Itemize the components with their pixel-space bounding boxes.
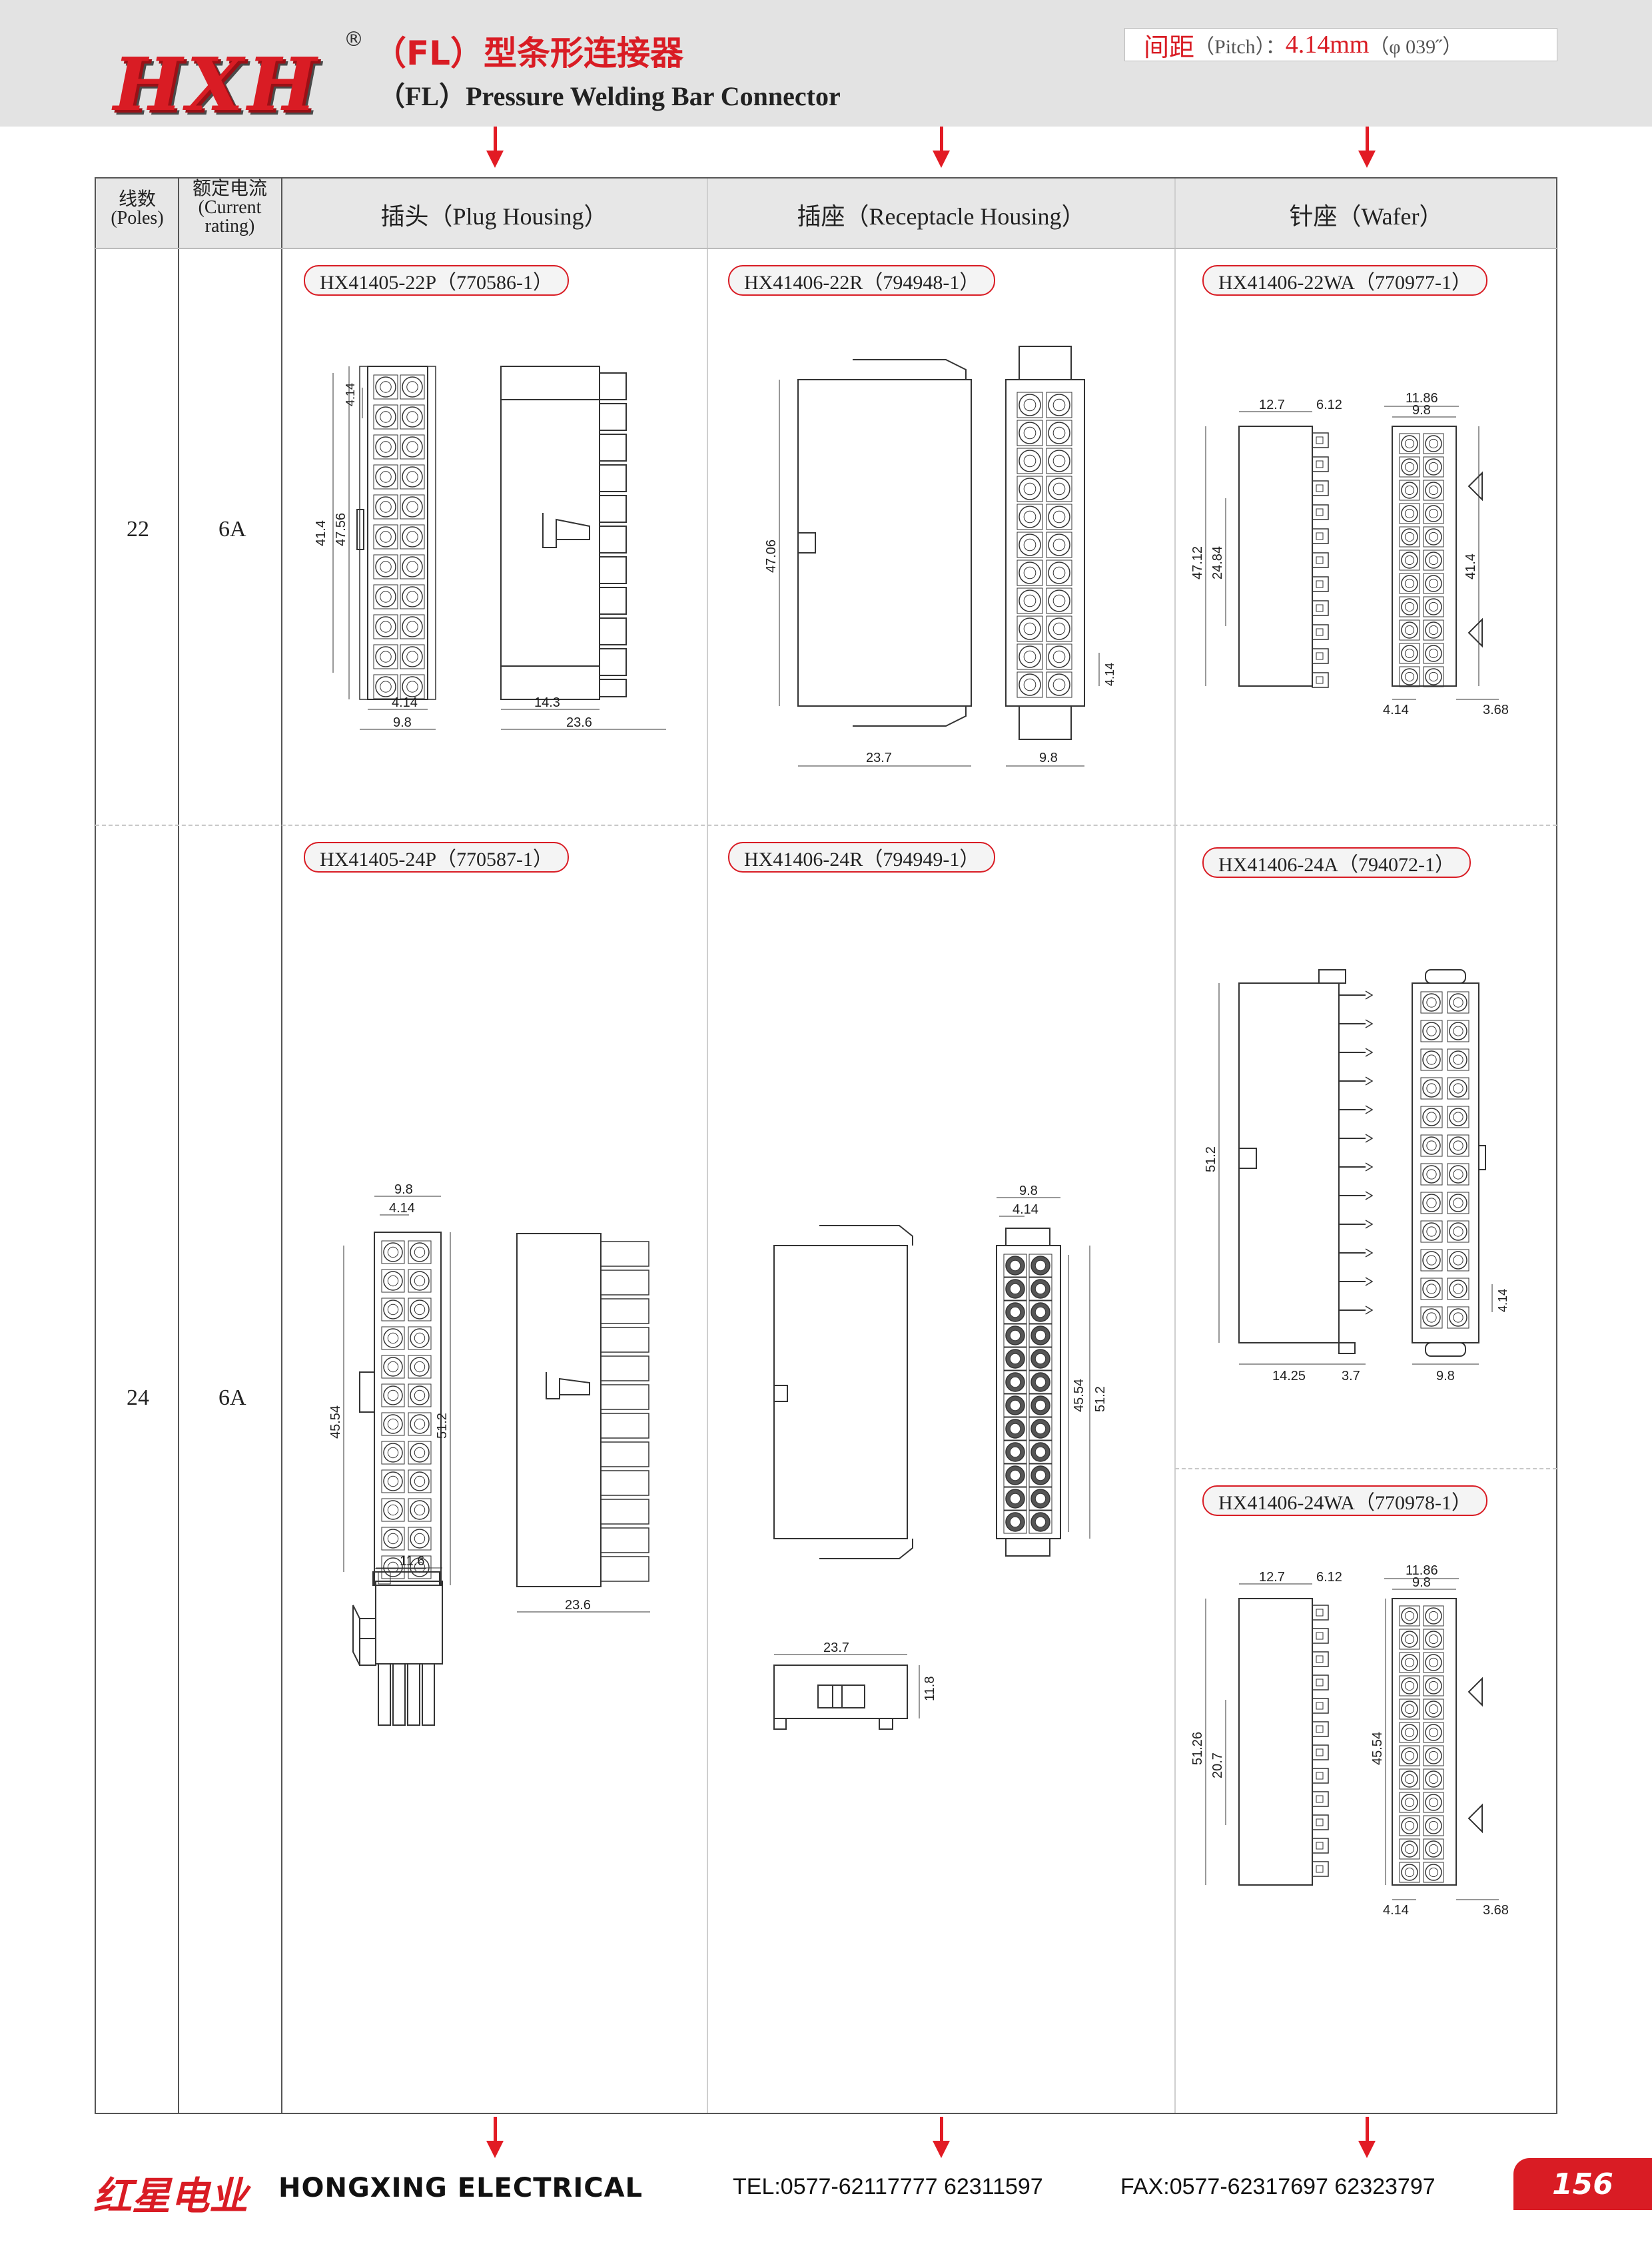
pitch-inch: （φ 039˝） [1369,36,1463,58]
row-24-current: 6A [218,1385,246,1410]
dim-label: 11.86 [1406,391,1438,406]
dim-label: 3.68 [1483,1903,1509,1918]
table-header-band [95,179,1557,248]
dim-label: 9.8 [394,1182,413,1197]
row-divider [1175,1468,1557,1469]
row-22-current: 6A [218,517,246,542]
drawing-wafer-22: 47.12 24.84 41.4 12.7 6.12 11.86 9.8 4.1… [1190,391,1509,717]
drawing-receptacle-24: 9.8 4.14 45.54 51.2 [773,1184,1108,1559]
registered-mark: ® [344,28,364,51]
dim-label: 4.14 [1013,1202,1038,1217]
footer-company-cn: 红星电业 [93,2173,248,2219]
row-divider [95,248,1557,249]
dim-label: 23.6 [566,715,592,730]
spec-table [95,177,1557,2114]
drawing-plug-22: 4.14 41.4 47.56 4.14 9.8 14.3 23.6 [314,366,666,730]
dim-label: 23.6 [565,1598,591,1613]
part-number-badge: HX41406-22R（794948-1） [728,265,996,296]
dim-label: 12.7 [1259,398,1285,412]
part-number-badge: HX41406-24WA（770978-1） [1202,1485,1487,1516]
column-divider [178,179,179,2113]
dim-label: 9.8 [1436,1369,1455,1383]
dim-label: 9.8 [1039,751,1058,765]
dim-label: 23.7 [866,751,892,765]
dim-label: 11.8 [923,1677,937,1701]
dim-label: 45.54 [328,1405,343,1439]
dim-label: 9.8 [1412,1575,1431,1590]
dim-label: 9.8 [393,715,412,730]
title-chinese: （FL）型条形连接器 [373,34,684,73]
dim-label: 47.06 [766,540,779,573]
dim-label: 41.4 [1463,554,1478,579]
part-number-badge: HX41405-24P（770587-1） [304,842,569,873]
dim-label: 51.26 [1190,1732,1205,1765]
dim-label: 4.14 [1383,1903,1409,1918]
dim-label: 51.2 [1093,1386,1108,1412]
header-plug-housing: 插头（Plug Housing） [380,203,608,230]
dim-label: 4.14 [1496,1289,1509,1312]
drawing-plug-24-side: 11.6 [352,1554,443,1726]
part-number-badge: HX41406-24A（794072-1） [1202,847,1471,878]
dim-label: 9.8 [1019,1184,1038,1198]
dim-label: 20.7 [1210,1752,1225,1778]
dim-label: 51.2 [1204,1146,1218,1172]
column-divider [281,179,282,2113]
pitch-label-cn: 间距 [1144,33,1195,62]
footer-company-en: HONGXING ELECTRICAL [278,2173,643,2203]
dim-label: 6.12 [1316,398,1342,412]
pitch-label-en: （Pitch）： [1194,36,1286,58]
dim-label: 12.7 [1259,1570,1285,1585]
dim-label: 14.3 [534,695,560,710]
drawing-wafer-24wa: 51.26 20.7 45.54 12.7 6.12 11.86 9.8 4.1… [1190,1563,1509,1918]
dim-label: 3.7 [1342,1369,1360,1383]
title-english: （FL）Pressure Welding Bar Connector [378,81,841,111]
footer-fax: FAX:0577-62317697 62323797 [1120,2174,1436,2199]
dim-label: 4.14 [389,1201,415,1216]
dim-label: 6.12 [1316,1570,1342,1585]
dim-label: 4.14 [1103,663,1116,686]
row-divider [95,825,1557,826]
dim-label: 11.86 [1406,1563,1438,1578]
part-number-badge: HX41406-22WA（770977-1） [1202,265,1487,296]
column-divider [707,179,708,2113]
dim-label: 11.6 [400,1554,424,1569]
header-receptacle-housing: 插座（Receptacle Housing） [797,203,1086,230]
header-current: 额定电流 (Current rating) [192,179,267,236]
dim-label: 4.14 [392,695,418,710]
dim-label: 9.8 [1412,403,1431,418]
page-number: 156 [1513,2158,1652,2210]
drawing-receptacle-22: 47.06 23.7 9.8 4.14 [766,346,1116,767]
row-24-poles: 24 [127,1385,149,1410]
column-divider [1174,179,1176,2113]
pitch-value: 4.14mm [1285,31,1370,59]
dim-label: 41.4 [314,520,328,546]
header-wafer: 针座（Wafer） [1289,203,1444,230]
row-22-poles: 22 [127,517,149,542]
dim-label: 4.14 [1383,703,1409,717]
dim-label: 24.84 [1210,546,1225,579]
pitch-box: 间距 （Pitch）： 4.14mm （φ 039˝） [1124,28,1557,62]
dim-label: 4.14 [344,383,357,406]
drawing-wafer-24a: 51.2 14.25 3.7 9.8 4.14 [1204,969,1509,1383]
dim-label: 3.68 [1483,703,1509,717]
part-number-badge: HX41405-22P（770586-1） [304,265,569,296]
page-header [0,0,1652,127]
dim-label: 45.54 [1072,1379,1086,1412]
footer-tel: TEL:0577-62117777 62311597 [733,2174,1043,2199]
drawing-receptacle-24-side: 23.7 11.8 [773,1641,937,1730]
drawing-plug-24: 9.8 4.14 45.54 51.2 23.6 [328,1182,650,1613]
header-poles: 线数(Poles) [111,189,164,228]
dim-label: 23.7 [823,1641,849,1655]
dim-label: 51.2 [435,1413,450,1439]
dim-label: 47.56 [334,513,348,546]
dim-label: 14.25 [1272,1369,1306,1383]
part-number-badge: HX41406-24R（794949-1） [728,842,996,873]
dim-label: 45.54 [1370,1732,1385,1765]
brand-logo: HXH [113,41,321,127]
dim-label: 47.12 [1190,546,1205,579]
